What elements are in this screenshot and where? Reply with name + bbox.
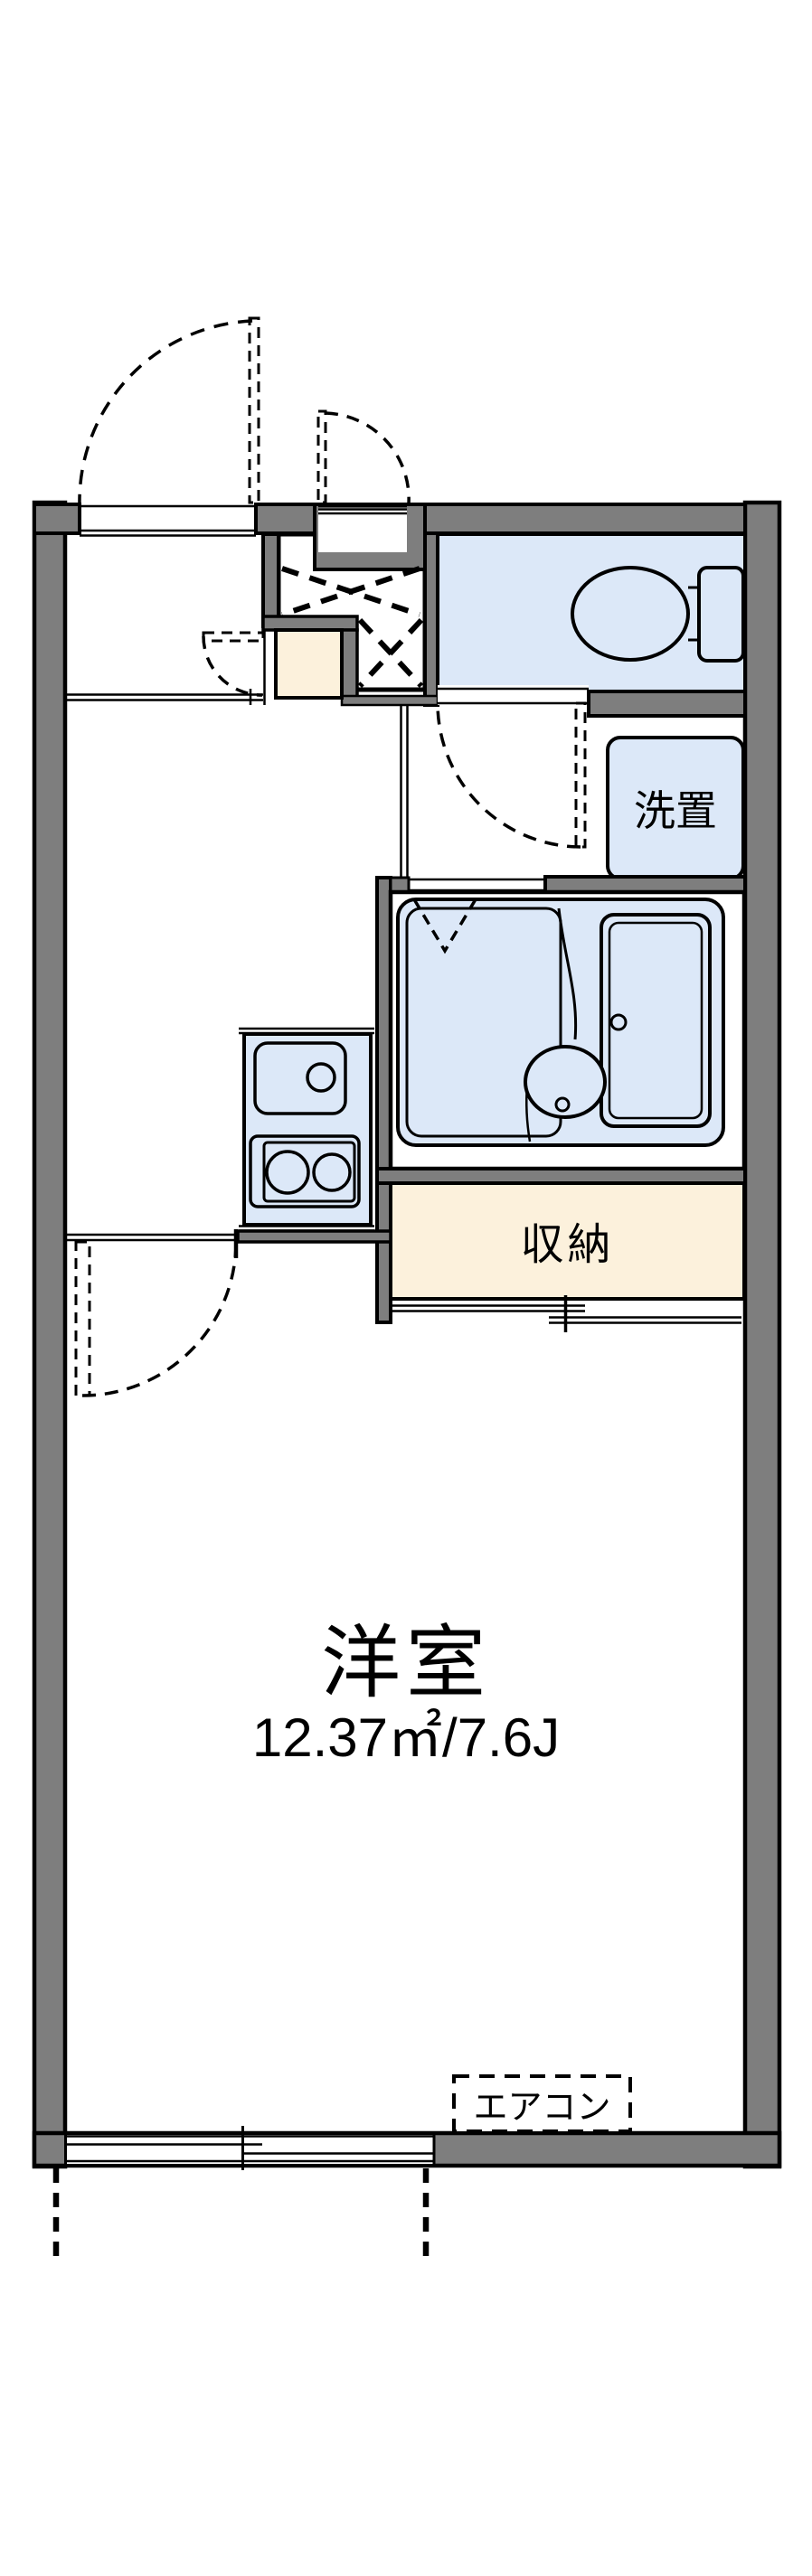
main-room-label: 洋室: [320, 1617, 491, 1707]
washbasin: [524, 1045, 607, 1119]
wall-below-toilet: [587, 690, 747, 718]
entrance-door-swing: [78, 316, 260, 506]
unit-bath: [396, 898, 725, 1147]
toilet-door-opening: [438, 687, 589, 705]
genkan-step-line: [65, 689, 263, 705]
bathroom-door-opening: [409, 878, 545, 892]
washer-niche-partition: [400, 705, 409, 879]
main-room-area-label: 12.37㎡/7.6J: [251, 1706, 561, 1768]
air-conditioner-box: [452, 2074, 632, 2133]
shoe-cabinet-door: [202, 631, 265, 697]
room-door-opening: [67, 1229, 239, 1258]
utility-door-swing: [316, 409, 411, 504]
toilet: [571, 566, 745, 663]
utility-vestibule: [318, 508, 407, 552]
entrance-inner-walls: [261, 531, 439, 707]
bathroom-folding-door: [412, 898, 477, 954]
sliding-window: [64, 2126, 436, 2170]
entrance-door-opening: [80, 504, 256, 537]
bathtub: [600, 913, 712, 1128]
storage-label: 収納: [520, 1221, 615, 1269]
kitchen-sink: [253, 1041, 347, 1115]
washer-space-label: 洗置: [634, 787, 717, 834]
two-burner-stove: [249, 1134, 361, 1208]
closet: [389, 1181, 746, 1301]
room-door-swing: [74, 1240, 238, 1397]
toilet-door-swing: [436, 701, 587, 849]
wall-below-kitchen: [236, 1229, 392, 1244]
utility-door-opening: [318, 504, 407, 515]
air-conditioner-label: エアコン: [473, 2089, 611, 2127]
pipe-space-x-marks: [281, 566, 424, 689]
kitchen-unit: [239, 1027, 374, 1232]
balcony-edge-dashes: [52, 2168, 430, 2261]
shoe-cabinet: [274, 628, 344, 700]
closet-sliding-door: [389, 1295, 741, 1332]
